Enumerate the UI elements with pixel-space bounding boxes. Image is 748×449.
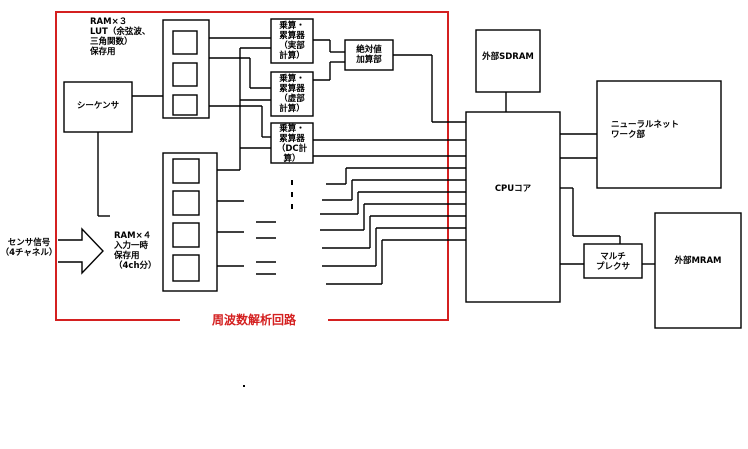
cpu-core-label: CPUコア bbox=[494, 184, 532, 194]
input-ram-group bbox=[162, 152, 218, 292]
input-ram-cell bbox=[172, 190, 200, 216]
mac-imag-box bbox=[270, 71, 314, 117]
sequencer-label: シーケンサ bbox=[76, 101, 120, 111]
multiplexer-box bbox=[583, 243, 643, 279]
mac-imag-label: 乗算・ 累算器 （虚部 計算） bbox=[279, 74, 305, 114]
input-ram-cell bbox=[172, 222, 200, 248]
ext-sdram-label: 外部SDRAM bbox=[482, 52, 534, 62]
ext-sdram-box bbox=[475, 29, 541, 93]
multiplexer-label: マルチ プレクサ bbox=[595, 252, 630, 272]
neural-network-label: ニューラルネット ワーク部 bbox=[611, 120, 680, 140]
mac-dc-label: 乗算・ 累算器 （DC計 算） bbox=[276, 124, 308, 164]
lut-ram-cell bbox=[172, 62, 198, 87]
lut-ram-cell bbox=[172, 94, 198, 116]
ext-mram-box bbox=[654, 212, 742, 329]
circuit-label: 周波数解析回路 bbox=[180, 313, 328, 327]
sensor-signal-label: センサ信号 （4チャネル） bbox=[0, 238, 58, 258]
mac-real-label: 乗算・ 累算器 （実部 計算） bbox=[279, 21, 305, 61]
ext-mram-label: 外部MRAM bbox=[674, 256, 722, 266]
abs-adder-label: 絶対値 加算部 bbox=[356, 45, 382, 65]
mac-real-box bbox=[270, 18, 314, 64]
lut-ram-label: RAM×３ LUT（余弦波、 三角関数） 保存用 bbox=[90, 17, 151, 57]
input-ram-cell bbox=[172, 158, 200, 184]
lut-ram-group bbox=[162, 19, 210, 119]
cpu-core-box bbox=[465, 111, 561, 303]
input-ram-cell bbox=[172, 254, 200, 282]
sensor-input-arrow bbox=[58, 227, 104, 275]
input-ram-label: RAM×４ 入力一時 保存用 （4ch分） bbox=[114, 231, 157, 271]
lut-ram-cell bbox=[172, 30, 198, 55]
mac-dc-box bbox=[270, 122, 314, 164]
